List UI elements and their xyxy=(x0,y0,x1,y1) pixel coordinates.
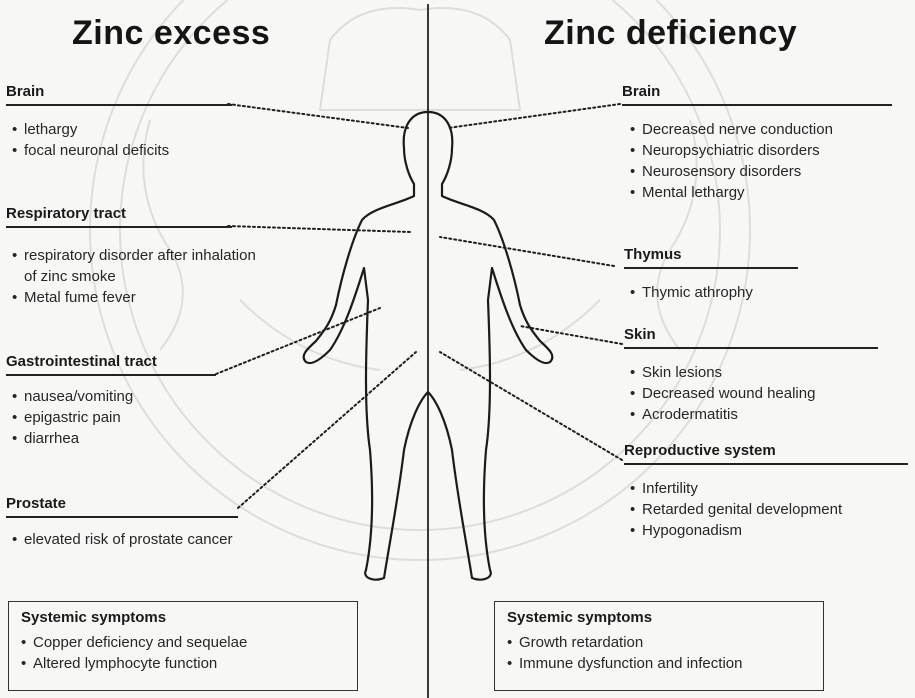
left-section-gastrointestinal-list: nausea/vomiting epigastric pain diarrhea xyxy=(12,386,262,449)
left-section-brain-title: Brain xyxy=(6,83,232,106)
connector-thymus xyxy=(440,237,614,266)
list-item: respiratory disorder after inhalation of… xyxy=(12,245,262,287)
list-item: Retarded genital development xyxy=(630,499,912,520)
list-item: Acrodermatitis xyxy=(630,404,900,425)
connector-gastrointestinal xyxy=(216,308,380,374)
list-item: Neurosensory disorders xyxy=(630,161,912,182)
list-item: elevated risk of prostate cancer xyxy=(12,529,252,550)
list-item: Metal fume fever xyxy=(12,287,262,308)
right-systemic-list: Growth retardation Immune dysfunction an… xyxy=(507,632,813,674)
list-item: Growth retardation xyxy=(507,632,813,653)
list-item: epigastric pain xyxy=(12,407,262,428)
left-section-prostate-list: elevated risk of prostate cancer xyxy=(12,529,252,550)
left-section-gastrointestinal-title: Gastrointestinal tract xyxy=(6,353,216,376)
left-section-prostate-title: Prostate xyxy=(6,495,238,518)
list-item: Neuropsychiatric disorders xyxy=(630,140,912,161)
list-item: Hypogonadism xyxy=(630,520,912,541)
right-systemic-title: Systemic symptoms xyxy=(507,609,813,626)
right-section-reproductive-title: Reproductive system xyxy=(624,442,908,465)
connector-reproductive xyxy=(440,352,622,460)
right-section-thymus-title: Thymus xyxy=(624,246,798,269)
right-section-brain-title: Brain xyxy=(622,83,892,106)
left-section-respiratory-list: respiratory disorder after inhalation of… xyxy=(12,245,262,308)
connector-skin xyxy=(520,326,622,344)
list-item: Decreased wound healing xyxy=(630,383,900,404)
list-item: Mental lethargy xyxy=(630,182,912,203)
list-item: Decreased nerve conduction xyxy=(630,119,912,140)
right-section-skin-title: Skin xyxy=(624,326,878,349)
list-item: focal neuronal deficits xyxy=(12,140,272,161)
left-section-brain-list: lethargy focal neuronal deficits xyxy=(12,119,272,161)
heading-zinc-deficiency: Zinc deficiency xyxy=(544,14,797,53)
list-item: diarrhea xyxy=(12,428,262,449)
connector-respiratory xyxy=(228,226,410,232)
right-section-skin-list: Skin lesions Decreased wound healing Acr… xyxy=(630,362,900,425)
list-item: Altered lymphocyte function xyxy=(21,653,347,674)
list-item: Immune dysfunction and infection xyxy=(507,653,813,674)
right-section-brain-list: Decreased nerve conduction Neuropsychiat… xyxy=(630,119,912,203)
list-item: Thymic athrophy xyxy=(630,282,870,303)
heading-zinc-excess: Zinc excess xyxy=(72,14,270,53)
list-item: lethargy xyxy=(12,119,272,140)
connector-brain-right xyxy=(448,104,620,128)
left-systemic-symptoms-box: Systemic symptoms Copper deficiency and … xyxy=(8,601,358,691)
left-systemic-list: Copper deficiency and sequelae Altered l… xyxy=(21,632,347,674)
right-section-thymus-list: Thymic athrophy xyxy=(630,282,870,303)
list-item: Skin lesions xyxy=(630,362,900,383)
right-systemic-symptoms-box: Systemic symptoms Growth retardation Imm… xyxy=(494,601,824,691)
left-systemic-title: Systemic symptoms xyxy=(21,609,347,626)
connector-prostate xyxy=(238,352,416,508)
list-item: Copper deficiency and sequelae xyxy=(21,632,347,653)
list-item: Infertility xyxy=(630,478,912,499)
left-section-respiratory-title: Respiratory tract xyxy=(6,205,232,228)
list-item: nausea/vomiting xyxy=(12,386,262,407)
right-section-reproductive-list: Infertility Retarded genital development… xyxy=(630,478,912,541)
